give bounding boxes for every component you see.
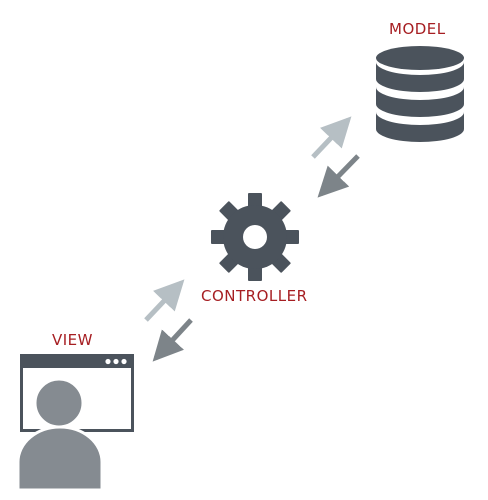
window-dot-2 bbox=[113, 358, 119, 365]
arrow-view-to-controller bbox=[144, 279, 185, 322]
view-label: VIEW bbox=[52, 331, 93, 349]
controller-label: CONTROLLER bbox=[201, 287, 308, 305]
arrow-model-to-controller bbox=[317, 154, 360, 198]
arrow-controller-to-view bbox=[152, 318, 193, 362]
arrow-controller-to-model bbox=[311, 116, 352, 159]
user-icon bbox=[16, 377, 104, 492]
database-icon bbox=[376, 46, 464, 142]
model-label: MODEL bbox=[389, 20, 446, 38]
window-dot-3 bbox=[121, 358, 127, 365]
window-title-bar bbox=[21, 355, 133, 368]
user-window-icon bbox=[16, 354, 134, 492]
gear-icon bbox=[211, 193, 299, 281]
window-dot-1 bbox=[105, 358, 111, 365]
